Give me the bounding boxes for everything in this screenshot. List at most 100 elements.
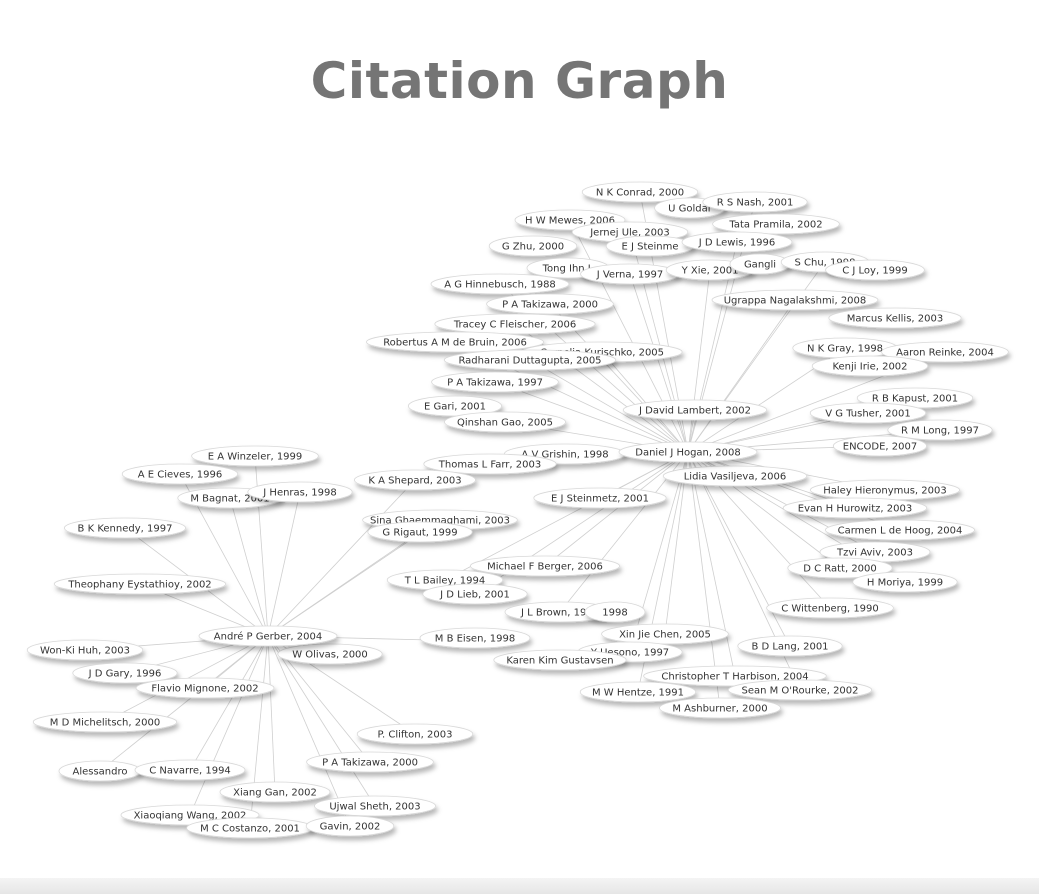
node-ellipse: [134, 759, 246, 781]
node-label: Flavio Mignone, 2002: [151, 684, 258, 695]
node-ellipse: [737, 635, 843, 657]
node-label: R S Nash, 2001: [717, 198, 794, 209]
citation-node: Radharani Duttagupta, 2005: [443, 349, 617, 371]
node-ellipse: [702, 191, 808, 213]
node-ellipse: [191, 445, 319, 467]
citation-node: Flavio Mignone, 2002: [135, 677, 275, 699]
citation-node: Qinshan Gao, 2005: [443, 411, 566, 433]
node-label: D C Ratt, 2000: [803, 564, 877, 575]
node-ellipse: [681, 231, 793, 253]
citation-node: M W Hentze, 1991: [579, 681, 697, 703]
node-label: G Zhu, 2000: [502, 242, 564, 253]
citation-node: V G Tusher, 2001: [809, 402, 927, 424]
node-ellipse: [423, 453, 557, 475]
node-label: Xin Jie Chen, 2005: [619, 630, 711, 641]
node-label: Tzvi Aviv, 2003: [836, 548, 913, 559]
node-ellipse: [622, 399, 768, 421]
node-ellipse: [356, 723, 474, 745]
node-label: Michael F Berger, 2006: [487, 562, 603, 573]
node-ellipse: [422, 583, 528, 605]
node-label: Carmen L de Hoog, 2004: [838, 526, 963, 537]
node-ellipse: [26, 639, 144, 661]
node-label: Christopher T Harbison, 2004: [661, 672, 808, 683]
node-ellipse: [533, 487, 667, 509]
node-label: Marcus Kellis, 2003: [847, 314, 943, 325]
citation-node: B D Lang, 2001: [737, 635, 843, 657]
citation-node: P A Takizawa, 2000: [306, 751, 434, 773]
node-label: Xiang Gan, 2002: [233, 788, 317, 799]
node-label: Haley Hieronymus, 2003: [823, 486, 947, 497]
citation-edge: [529, 359, 689, 453]
node-label: H W Mewes, 2006: [525, 216, 615, 227]
node-label: Gavin, 2002: [320, 822, 381, 833]
node-label: R B Kapust, 2001: [872, 394, 958, 405]
node-ellipse: [434, 313, 596, 335]
node-label: Won-Ki Huh, 2003: [40, 646, 130, 657]
citation-edge: [99, 635, 269, 772]
node-ellipse: [825, 259, 925, 281]
node-ellipse: [662, 465, 808, 487]
citation-node: J D Gary, 1996: [72, 662, 178, 684]
node-label: J D Lieb, 2001: [439, 590, 510, 601]
node-label: E A Winzeler, 1999: [208, 452, 303, 463]
citation-node: W Olivas, 2000: [277, 643, 383, 665]
citation-node: G Rigaut, 1999: [367, 521, 473, 543]
node-label: Tong Ihn L: [542, 264, 594, 275]
citation-node: C Wittenberg, 1990: [766, 597, 894, 619]
node-label: Kenji Irie, 2002: [832, 362, 907, 373]
citation-edge: [267, 635, 351, 827]
citation-hub-node: André P Gerber, 2004: [198, 625, 338, 647]
node-label: Daniel J Hogan, 2008: [635, 448, 740, 459]
node-ellipse: [32, 711, 178, 733]
node-label: J L Brown, 1997: [520, 608, 599, 619]
citation-edge: [267, 531, 421, 637]
node-label: P A Takizawa, 1997: [447, 378, 543, 389]
node-ellipse: [787, 557, 893, 579]
node-label: Alessandro: [72, 767, 127, 778]
citation-node: A G Hinnebusch, 1988: [430, 273, 570, 295]
citation-node: R M Long, 1997: [887, 419, 993, 441]
citation-node: M B Eisen, 1998: [419, 627, 531, 649]
citation-node: G Zhu, 2000: [488, 235, 578, 257]
citation-node: J D Lieb, 2001: [422, 583, 528, 605]
node-ellipse: [833, 435, 928, 457]
node-ellipse: [727, 679, 873, 701]
node-ellipse: [486, 293, 614, 315]
citation-node: Gavin, 2002: [305, 815, 395, 837]
citation-node: J Henras, 1998: [247, 481, 353, 503]
citation-node: N K Gray, 1998: [792, 337, 898, 359]
node-label: C J Loy, 1999: [842, 266, 908, 277]
node-label: Radharani Duttagupta, 2005: [458, 356, 601, 367]
node-ellipse: [64, 517, 186, 539]
node-label: Lidia Vasiljeva, 2006: [684, 472, 787, 483]
node-ellipse: [581, 181, 699, 203]
citation-edge: [629, 451, 689, 653]
citation-edge: [687, 451, 737, 677]
node-ellipse: [53, 573, 227, 595]
citation-node: Xiang Gan, 2002: [219, 781, 331, 803]
node-label: Y Xie, 2001: [681, 266, 739, 277]
node-label: A V Grishin, 1998: [521, 450, 608, 461]
node-ellipse: [365, 331, 544, 353]
node-label: E J Steinme: [621, 242, 678, 253]
citation-node: Ujwal Sheth, 2003: [313, 795, 436, 817]
node-label: Evan H Hurowitz, 2003: [798, 504, 912, 515]
node-label: W Olivas, 2000: [292, 650, 368, 661]
citation-node: E J Steinmetz, 2001: [533, 487, 667, 509]
node-ellipse: [431, 371, 559, 393]
node-label: C Wittenberg, 1990: [781, 604, 879, 615]
node-ellipse: [247, 481, 353, 503]
citation-edge: [629, 273, 689, 453]
bottom-strip: [0, 878, 1039, 894]
node-label: B K Kennedy, 1997: [78, 524, 173, 535]
node-label: B D Lang, 2001: [751, 642, 828, 653]
node-ellipse: [198, 625, 338, 647]
citation-node: Alessandro: [58, 760, 142, 782]
citation-node: Xin Jie Chen, 2005: [601, 623, 729, 645]
citation-edge: [444, 451, 689, 581]
node-label: J D Lewis, 1996: [698, 238, 776, 249]
citation-node: Tata Pramila, 2002: [712, 213, 840, 235]
citation-node: Evan H Hurowitz, 2003: [782, 497, 928, 519]
citation-edge: [494, 381, 689, 453]
